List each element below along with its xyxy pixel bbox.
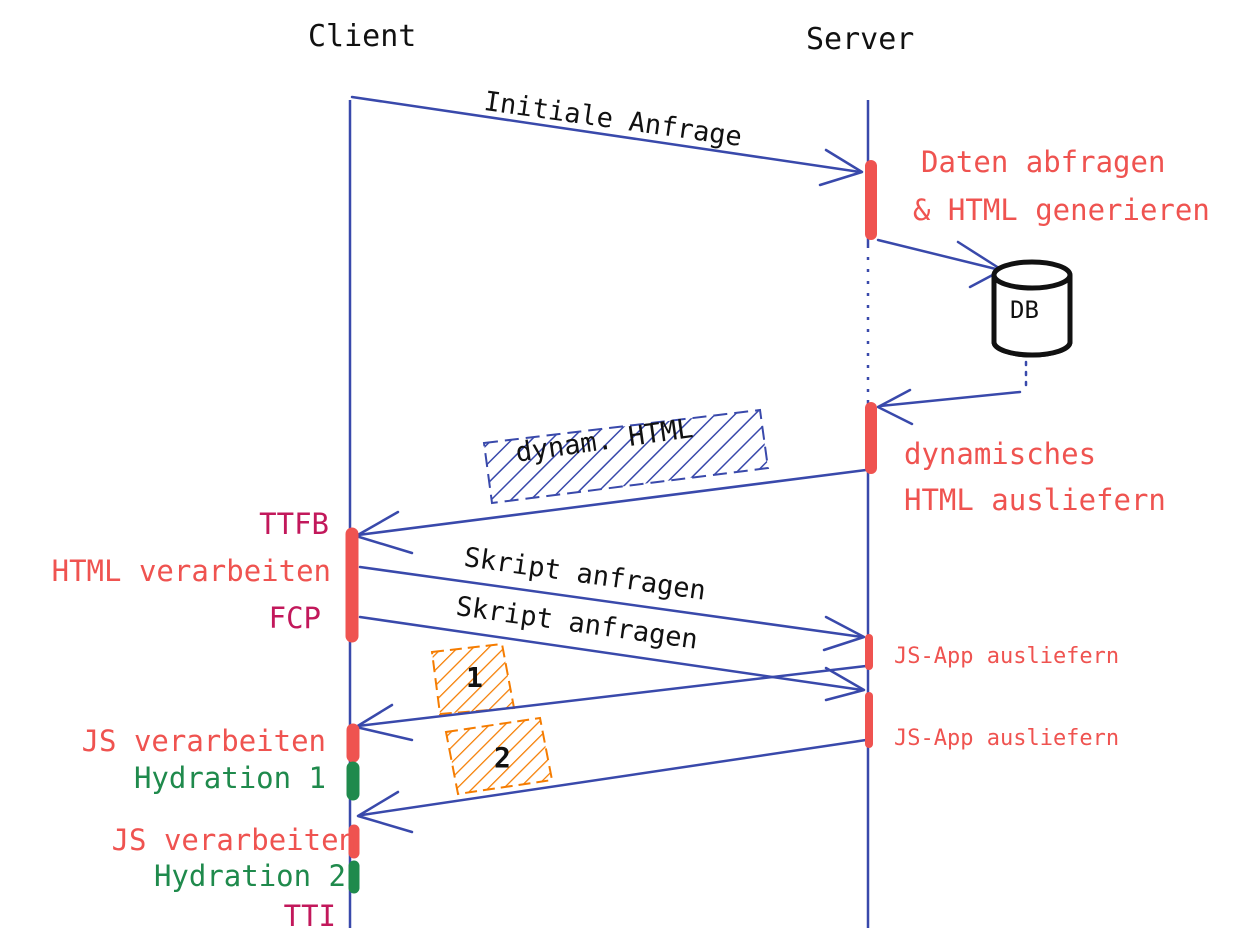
- server-note-deliver-js-1: JS-App ausliefern: [894, 644, 1120, 669]
- db-query-arrow: [876, 238, 1004, 289]
- client-metric-ttfb: TTFB: [259, 507, 329, 541]
- database-label: DB: [1010, 296, 1039, 324]
- server-note-fetch-data: Daten abfragen: [921, 145, 1166, 179]
- server-note-deliver-html: HTML ausliefern: [904, 483, 1166, 517]
- client-metric-tti: TTI: [283, 899, 336, 933]
- dynamic-html-hatch: [482, 408, 770, 505]
- chunk-1-label: 1: [466, 661, 483, 694]
- client-note-process-js-2: JS verarbeiten: [111, 823, 356, 857]
- client-metric-fcp: FCP: [268, 601, 321, 635]
- chunk-2-label: 2: [494, 741, 511, 774]
- client-note-hydration-2: Hydration 2: [153, 859, 346, 893]
- client-note-hydration-1: Hydration 1: [133, 761, 326, 795]
- actor-client: Client: [308, 19, 417, 54]
- chunk-2-hatch: [444, 716, 554, 796]
- server-note-dynamic: dynamisches: [904, 437, 1097, 471]
- db-response-arrow: [876, 388, 1022, 426]
- server-note-generate-html: & HTML generieren: [913, 193, 1210, 227]
- client-note-process-js-1: JS verarbeiten: [81, 724, 326, 758]
- js-delivery-1-arrow: [354, 664, 868, 742]
- initial-request-arrow: [350, 95, 864, 187]
- js-delivery-2-arrow: [356, 738, 868, 834]
- server-note-deliver-js-2: JS-App ausliefern: [894, 726, 1120, 751]
- actor-server: Server: [806, 22, 915, 57]
- database-icon: [991, 259, 1073, 358]
- script-request-2-arrow: [358, 615, 866, 702]
- script-request-1-arrow: [358, 565, 866, 652]
- client-note-process-html: HTML verarbeiten: [51, 554, 331, 588]
